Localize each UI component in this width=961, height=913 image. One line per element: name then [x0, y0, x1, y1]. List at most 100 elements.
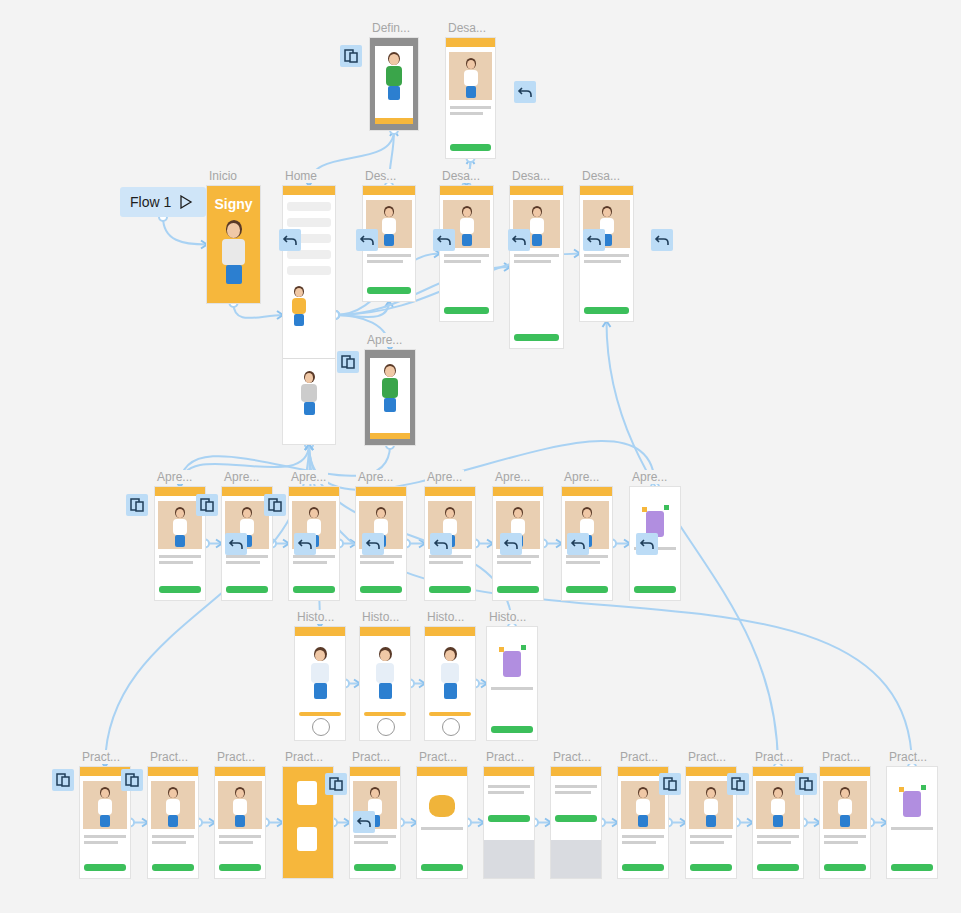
figure-legs — [384, 234, 394, 246]
text-line — [690, 835, 732, 838]
text-line — [360, 555, 402, 558]
button — [219, 864, 261, 871]
text-line — [757, 835, 799, 838]
text-line — [514, 254, 559, 257]
frame-title: Histo... — [295, 610, 336, 624]
figure-legs — [444, 683, 457, 699]
frame-title: Desa... — [510, 169, 552, 183]
text-line — [219, 841, 253, 844]
text-line — [226, 555, 268, 558]
screen-frame: Pract... — [484, 767, 534, 878]
text-line — [555, 785, 597, 788]
button — [891, 864, 933, 871]
play-icon — [179, 195, 193, 209]
screen-frame: Desa... — [510, 186, 563, 348]
figure-body — [222, 239, 244, 265]
button — [367, 287, 411, 294]
screen-frame: Pract... — [887, 767, 937, 878]
frame-title: Apre... — [155, 470, 194, 484]
screen-frame: Pract... — [80, 767, 130, 878]
header-bar — [289, 487, 339, 496]
frame-title: Pract... — [820, 750, 862, 764]
text-line — [444, 260, 481, 263]
screen-frame: Pract... — [551, 767, 601, 878]
button — [375, 118, 413, 124]
figure-legs — [294, 314, 304, 326]
menu-row — [287, 202, 331, 211]
figure-face — [310, 509, 318, 518]
button — [566, 586, 608, 593]
text-line — [421, 827, 463, 830]
figure-face — [583, 509, 591, 518]
frame-title: Pract... — [215, 750, 257, 764]
menu-row — [287, 250, 331, 259]
screen-frame: Desa... — [440, 186, 493, 321]
header-bar — [215, 767, 265, 776]
figure-legs — [309, 535, 319, 547]
button — [555, 815, 597, 822]
figure-body — [301, 384, 316, 402]
frame-title: Pract... — [484, 750, 526, 764]
frame-title: Pract... — [80, 750, 122, 764]
screen-frame: Des... — [363, 186, 415, 301]
frame-title: Apre... — [365, 333, 404, 347]
screen-frame: Pract... — [686, 767, 736, 878]
screen-frame: Apre... — [356, 487, 406, 600]
figure-body — [98, 799, 112, 815]
button — [421, 864, 463, 871]
frame-title: Histo... — [360, 610, 401, 624]
play-button — [377, 718, 395, 736]
header-bar — [80, 767, 130, 776]
figure-body — [382, 218, 396, 234]
text-line — [622, 835, 664, 838]
figure-legs — [466, 86, 476, 98]
screen-frame: Pract... — [618, 767, 668, 878]
header-bar — [155, 487, 205, 496]
figure-legs — [462, 234, 472, 246]
play-button — [442, 718, 460, 736]
text-line — [152, 841, 186, 844]
header-bar — [562, 487, 612, 496]
play-button — [312, 718, 330, 736]
figure-body — [443, 519, 457, 535]
text-line — [429, 561, 463, 564]
figure-legs — [638, 815, 648, 827]
menu-row — [287, 266, 331, 275]
frame-title: Defin... — [370, 21, 412, 35]
text-line — [622, 841, 656, 844]
screen-frame: Pract... — [350, 767, 400, 878]
figure-legs — [304, 402, 315, 415]
text-line — [159, 555, 201, 558]
figure-face — [371, 789, 379, 798]
icon-tile — [297, 827, 317, 851]
text-line — [491, 687, 533, 690]
button — [622, 864, 664, 871]
menu-row — [287, 218, 331, 227]
figure-body — [292, 298, 306, 314]
figure-face — [236, 789, 244, 798]
text-line — [497, 555, 539, 558]
header-bar — [283, 186, 335, 195]
frame-title: Inicio — [207, 169, 239, 183]
figure-face — [533, 208, 541, 217]
frame-title: Apre... — [425, 470, 464, 484]
button — [370, 433, 410, 439]
figure-face — [227, 223, 240, 237]
figure-legs — [100, 815, 110, 827]
text-line — [293, 561, 327, 564]
button — [584, 307, 629, 314]
screen-frame: Pract... — [417, 767, 467, 878]
figure-face — [176, 509, 184, 518]
text-line — [757, 841, 791, 844]
figure-face — [463, 208, 471, 217]
frame-title: Apre... — [222, 470, 261, 484]
screen-frame: Apre... — [425, 487, 475, 600]
figure-body — [600, 218, 614, 234]
frame-title: Pract... — [887, 750, 929, 764]
text-line — [488, 785, 530, 788]
screen-frame: Apre... — [630, 487, 680, 600]
header-bar — [580, 186, 633, 195]
frame-title: Home — [283, 169, 319, 183]
figure-legs — [370, 815, 380, 827]
figure-body — [173, 519, 187, 535]
